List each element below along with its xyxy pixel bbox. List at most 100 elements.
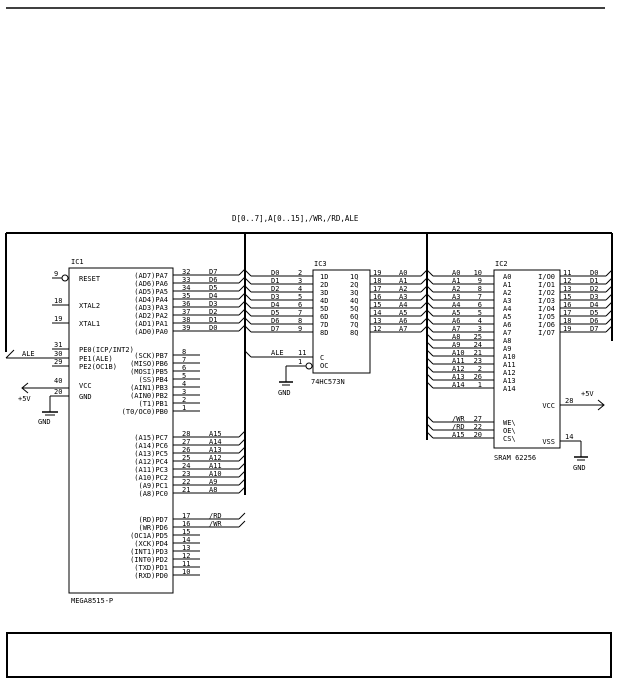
ic2-addr-name: A14	[503, 385, 516, 393]
ic1-left-pin-num: 19	[54, 315, 62, 323]
ic1-right-pin-num: 4	[182, 380, 186, 388]
ic1-left-pin-num: 40	[54, 377, 62, 385]
ic2-addr-num: 26	[474, 373, 482, 381]
ic1-left-pin-num: 20	[54, 388, 62, 396]
ic2-addr-net: A14	[452, 381, 465, 389]
ic3-bus-entry	[420, 293, 428, 301]
ic3-output-name: 5Q	[350, 305, 358, 313]
ic3-input-net: D3	[271, 293, 279, 301]
ic2-io-name: I/O4	[538, 305, 555, 313]
ic1-right-pin-num: 23	[182, 470, 190, 478]
ic3-input-name: 8D	[320, 329, 328, 337]
ic1-bus-entry	[238, 268, 246, 276]
ic2-io-name: I/O5	[538, 313, 555, 321]
ic1-right-pin-name: (WR)PD6	[138, 524, 168, 532]
ic2-vss-name: VSS	[542, 438, 555, 446]
ic1-net-label: A14	[209, 438, 222, 446]
ic1-net-label: A12	[209, 454, 222, 462]
ic2-addr-name: A1	[503, 281, 511, 289]
ic3-bus-entry	[244, 350, 252, 358]
ic2-ctrl-num: 20	[474, 431, 482, 439]
ic3-output-net: A7	[399, 325, 407, 333]
ic2-addr-num: 24	[474, 341, 482, 349]
ic1-bus-entry	[238, 462, 246, 470]
ic3-bus-entry	[244, 317, 252, 325]
ic3-input-net: D2	[271, 285, 279, 293]
ic2-addr-name: A8	[503, 337, 511, 345]
ic1-mega8515: IC1 MEGA8515-P ALE +5V GND	[5, 258, 174, 605]
ic3-bus-entry	[244, 309, 252, 317]
ic2-addr-num: 21	[474, 349, 482, 357]
ic2-addr-num: 3	[478, 325, 482, 333]
ic3-input-net: D7	[271, 325, 279, 333]
ic1-right-pin-num: 25	[182, 454, 190, 462]
ic2-io-net: D3	[590, 293, 598, 301]
ic2-bus-entry	[605, 325, 613, 333]
ic1-right-pin-num: 6	[182, 364, 186, 372]
ic1-bus-entry	[238, 478, 246, 486]
ic2-bus-entry	[605, 293, 613, 301]
ic3-input-name: 2D	[320, 281, 328, 289]
ic2-io-num: 19	[563, 325, 571, 333]
ic2-io-net: D0	[590, 269, 598, 277]
ic1-left-pin-name: PE1(ALE)	[79, 355, 113, 363]
ic1-right-pin-name: (XCK)PD4	[134, 540, 168, 548]
ic1-bus-entry	[238, 486, 246, 494]
ic1-right-pin-num: 28	[182, 430, 190, 438]
ic1-right-pin-num: 10	[182, 568, 190, 576]
ic1-right-pin-num: 38	[182, 316, 190, 324]
ic1-right-pin-name: (AD4)PA4	[134, 296, 168, 304]
ic1-right-pin-num: 32	[182, 268, 190, 276]
ic3-bus-entry	[244, 285, 252, 293]
ic2-addr-name: A3	[503, 297, 511, 305]
ic2-body	[493, 269, 561, 449]
ic2-part: SRAM 62256	[494, 454, 536, 462]
ic2-bus-entry	[605, 309, 613, 317]
ic1-left-pin-name: RESET	[79, 275, 101, 283]
ic2-addr-net: A2	[452, 285, 460, 293]
ic2-io-num: 11	[563, 269, 571, 277]
ic3-input-net: D1	[271, 277, 279, 285]
reset-inversion-bubble	[61, 274, 69, 282]
ic2-bus-entry	[426, 381, 434, 389]
ic1-right-pin-num: 15	[182, 528, 190, 536]
ic1-bus-entry	[238, 454, 246, 462]
ic2-addr-name: A9	[503, 345, 511, 353]
ic3-output-num: 16	[373, 293, 381, 301]
ic2-addr-net: A10	[452, 349, 465, 357]
ic3-input-name: 6D	[320, 313, 328, 321]
ic3-bus-entry	[244, 277, 252, 285]
ic2-bus-entry	[426, 293, 434, 301]
ic2-bus-entry	[426, 349, 434, 357]
ic1-right-pin-name: (RD)PD7	[138, 516, 168, 524]
ic3-input-name: 7D	[320, 321, 328, 329]
ic3-output-net: A5	[399, 309, 407, 317]
ic2-addr-net: A9	[452, 341, 460, 349]
bus-label: D[0..7],A[0..15],/WR,/RD,ALE	[232, 214, 359, 223]
caption-box	[6, 632, 612, 678]
ic1-right-pin-num: 14	[182, 536, 190, 544]
ic1-right-pin-num: 22	[182, 478, 190, 486]
ic3-output-net: A2	[399, 285, 407, 293]
ic1-bus-entry	[238, 324, 246, 332]
ic1-right-pin-num: 24	[182, 462, 190, 470]
ic3-output-num: 13	[373, 317, 381, 325]
ic1-right-pin-name: (INT0)PD2	[130, 556, 168, 564]
ic1-right-pin-name: (TXD)PD1	[134, 564, 168, 572]
ic2-addr-net: A0	[452, 269, 460, 277]
ic3-output-net: A4	[399, 301, 407, 309]
ic1-net-label: D6	[209, 276, 217, 284]
ic1-right-pin-name: (A14)PC6	[134, 442, 168, 450]
ic3-bus-entry	[420, 309, 428, 317]
ic2-bus-entry	[605, 277, 613, 285]
ic1-right-pin-name: (A11)PC3	[134, 466, 168, 474]
ic1-right-pin-name: (AIN1)PB3	[130, 384, 168, 392]
ic3-input-name: 3D	[320, 289, 328, 297]
ic1-right-pin-name: (A13)PC5	[134, 450, 168, 458]
ic1-gnd-label: GND	[38, 418, 51, 426]
ic1-left-pin-num: 31	[54, 341, 62, 349]
ic1-right-pin-name: (MOSI)PB5	[130, 368, 168, 376]
ic2-addr-num: 1	[478, 381, 482, 389]
ic3-bus-entry	[420, 317, 428, 325]
ic3-output-num: 19	[373, 269, 381, 277]
